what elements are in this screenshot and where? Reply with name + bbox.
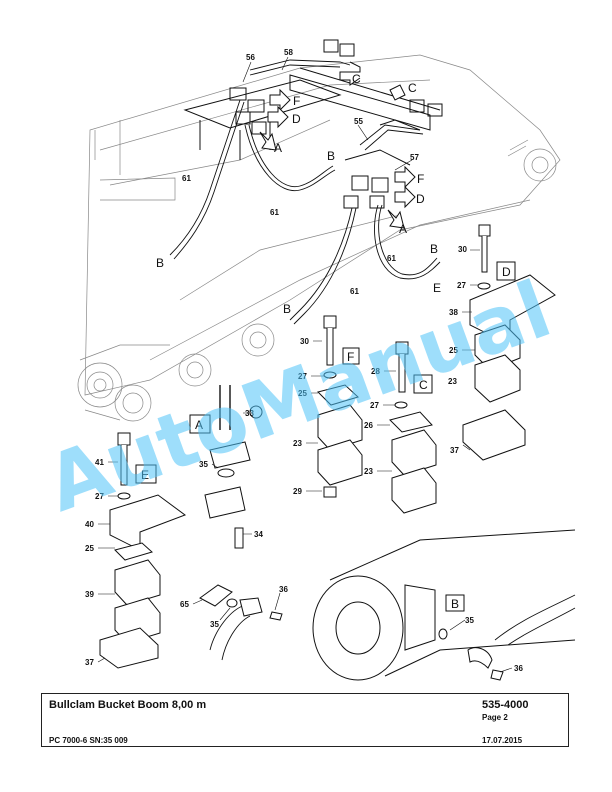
part-label: 65 [180, 600, 189, 609]
document-number: 535-4000 [482, 699, 529, 711]
part-label: 25 [449, 346, 458, 355]
part-label: 61 [270, 208, 279, 217]
document-date: 17.07.2015 [482, 736, 523, 745]
view-label-b: B [327, 149, 335, 163]
part-label: 61 [387, 254, 396, 263]
part-label: 23 [364, 467, 373, 476]
part-label: 37 [450, 446, 459, 455]
part-label: 61 [350, 287, 359, 296]
part-label: 39 [85, 590, 94, 599]
part-label: 29 [293, 487, 302, 496]
hose-brackets-top [183, 39, 443, 209]
title-block: Bullclam Bucket Boom 8,00 m 535-4000 Pag… [41, 693, 569, 747]
part-label: 55 [354, 117, 363, 126]
view-label-d: D [292, 112, 301, 126]
page-number: Page 2 [482, 713, 508, 722]
view-label-d: D [416, 192, 425, 206]
part-label: 35 [210, 620, 219, 629]
part-label: 35 [465, 616, 474, 625]
part-label: 58 [284, 48, 293, 57]
boom-outline [77, 54, 561, 422]
part-label: 41 [95, 458, 104, 467]
view-label-c: C [352, 72, 361, 86]
part-labels: 56 58 55 57 61 61 61 61 30 27 38 25 23 3… [85, 48, 523, 673]
view-label-a: A [274, 141, 282, 155]
part-label: 30 [458, 245, 467, 254]
view-label-b: B [283, 302, 291, 316]
part-label: 57 [410, 153, 419, 162]
part-label: 23 [448, 377, 457, 386]
view-letters: A A A B B B B B C C C D D D E E F F F [141, 72, 511, 611]
part-label: 25 [85, 544, 94, 553]
view-label-d: D [502, 265, 511, 279]
part-label: 36 [279, 585, 288, 594]
view-label-c: C [419, 378, 428, 392]
document-title: Bullclam Bucket Boom 8,00 m [49, 699, 207, 711]
part-label: 27 [298, 372, 307, 381]
part-label: 36 [514, 664, 523, 673]
leader-lines [97, 56, 513, 673]
clamp-parts [99, 224, 576, 681]
part-label: 38 [449, 308, 458, 317]
view-label-c: C [408, 81, 417, 95]
part-label: 27 [370, 401, 379, 410]
part-label: 61 [182, 174, 191, 183]
part-label: 40 [85, 520, 94, 529]
part-label: 33 [245, 409, 254, 418]
view-label-f: F [417, 172, 424, 186]
part-label: 56 [246, 53, 255, 62]
part-label: 30 [300, 337, 309, 346]
view-boxes [135, 261, 516, 612]
view-label-b: B [430, 242, 438, 256]
view-label-a: A [399, 222, 407, 236]
part-label: 23 [293, 439, 302, 448]
part-label: 35 [199, 460, 208, 469]
view-label-f: F [293, 94, 300, 108]
view-label-b: B [156, 256, 164, 270]
view-label-f: F [347, 350, 354, 364]
part-label: 26 [364, 421, 373, 430]
part-label: 37 [85, 658, 94, 667]
part-label: 34 [254, 530, 263, 539]
view-label-e: E [141, 468, 149, 482]
view-label-a: A [195, 418, 203, 432]
part-label: 25 [298, 389, 307, 398]
view-arrows [259, 61, 416, 229]
part-label: 28 [371, 367, 380, 376]
part-label: 27 [95, 492, 104, 501]
view-label-b: B [451, 597, 459, 611]
model-serial: PC 7000-6 SN:35 009 [49, 736, 128, 745]
part-label: 27 [457, 281, 466, 290]
view-label-e: E [433, 281, 441, 295]
